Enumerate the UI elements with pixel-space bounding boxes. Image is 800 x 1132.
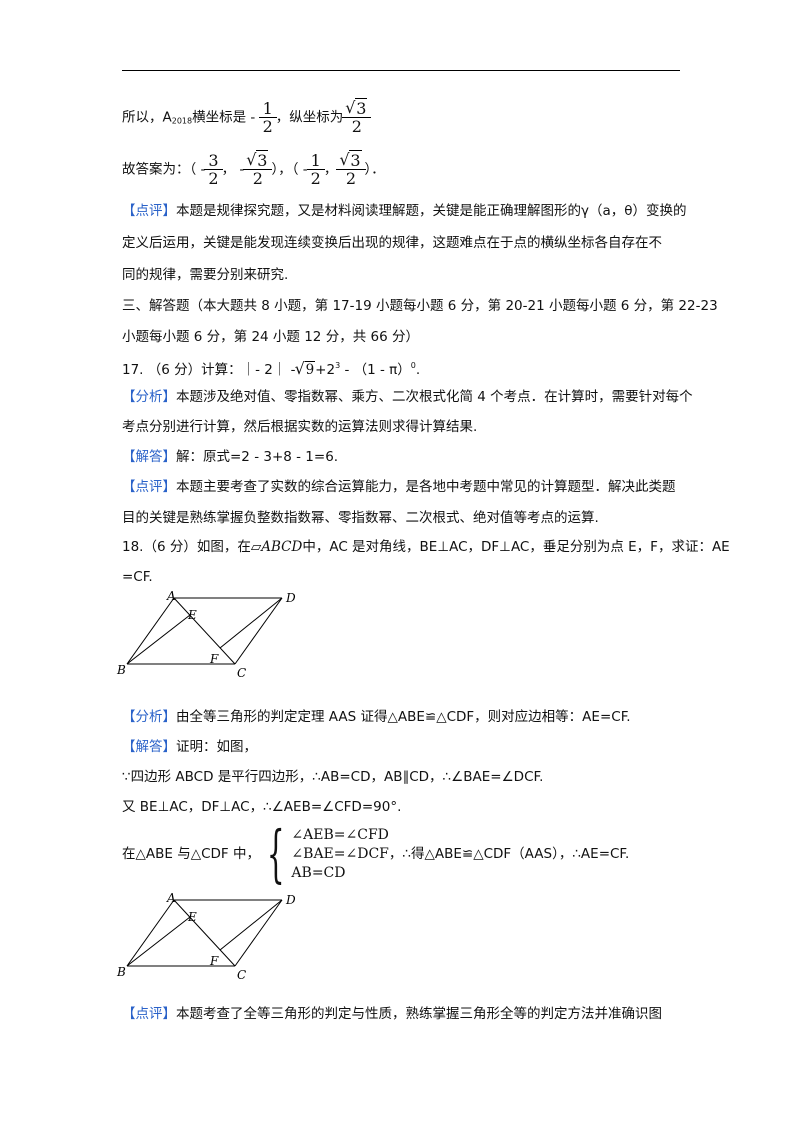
label-e: E — [187, 910, 197, 924]
section3-line1: 三、解答题（本大题共 8 小题，第 17-19 小题每小题 6 分，第 20-2… — [122, 298, 718, 314]
segment-df — [219, 597, 283, 649]
edge-dc — [234, 597, 283, 665]
label-a: A — [166, 891, 176, 905]
solution18-line3: 又 BE⊥AC，DF⊥AC，∴∠AEB=∠CFD=90°. — [122, 799, 402, 815]
parallelogram-figure-1: A D E F B C — [116, 589, 296, 680]
label-e: E — [187, 608, 197, 622]
label-c: C — [237, 666, 246, 680]
analysis-tag: 【分析】 — [122, 709, 176, 725]
sqrt-9: 9 — [295, 360, 316, 379]
comment1-line2: 定义后运用，关键是能发现连续变换后出现的规律，这题难点在于点的横纵坐标各自存在不 — [122, 235, 662, 251]
edge-ab — [126, 899, 175, 967]
question-18-line1: 18.（6 分）如图，在▱ABCD中，AC 是对角线，BE⊥AC，DF⊥AC，垂… — [122, 539, 730, 555]
parallelogram-figure-2: A D E F B C — [116, 891, 296, 982]
section3-line2: 小题每小题 6 分，第 24 小题 12 分，共 66 分） — [122, 329, 419, 345]
header-rule — [122, 70, 680, 71]
edge-ab — [126, 597, 175, 665]
question-17: 17. （6 分）计算：｜- 2｜ -9+23 - （1 - π）0. — [122, 357, 682, 379]
comment-tag: 【点评】 — [122, 1006, 176, 1022]
question-18-line2: =CF. — [122, 569, 153, 585]
label-a: A — [166, 589, 176, 603]
label-d: D — [285, 591, 296, 605]
coord-line: 所以，A2018横坐标是 - 12，纵坐标为32 — [122, 98, 682, 135]
label-b: B — [116, 663, 126, 677]
comment-tag: 【点评】 — [122, 203, 176, 219]
analysis17-line2: 考点分别进行计算，然后根据实数的运算法则求得计算结果. — [122, 419, 478, 435]
comment17-line1: 【点评】本题主要考查了实数的综合运算能力，是各地中考题中常见的计算题型．解决此类… — [122, 479, 676, 495]
edge-dc — [234, 899, 283, 967]
solution18-line1: 【解答】证明：如图， — [122, 739, 257, 755]
analysis-tag: 【分析】 — [122, 389, 176, 405]
analysis17-line1: 【分析】本题涉及绝对值、零指数幂、乘方、二次根式化简 4 个考点．在计算时，需要… — [122, 389, 693, 405]
label-b: B — [116, 965, 126, 979]
comment1-line3: 同的规律，需要分别来研究. — [122, 267, 289, 283]
segment-df — [219, 899, 283, 951]
answer-line: 故答案为：（ -32， -32），（ -12，32）． — [122, 150, 682, 187]
solution17: 【解答】解：原式=2 - 3+8 - 1=6. — [122, 449, 339, 465]
segment-be — [126, 916, 191, 967]
solution-tag: 【解答】 — [122, 449, 176, 465]
solution18-line2: ∵四边形 ABCD 是平行四边形，∴AB=CD，AB∥CD，∴∠BAE=∠DCF… — [122, 769, 544, 785]
fraction-4: 32 — [336, 150, 366, 187]
diagonal-ac — [173, 597, 236, 665]
comment17-line2: 目的关键是熟练掌握负整数指数幂、零指数幂、二次根式、绝对值等考点的运算. — [122, 510, 599, 526]
analysis18: 【分析】由全等三角形的判定定理 AAS 证得△ABE≌△CDF，则对应边相等：A… — [122, 709, 631, 725]
comment18: 【点评】本题考查了全等三角形的判定与性质，熟练掌握三角形全等的判定方法并准确识图 — [122, 1006, 662, 1022]
comment1-line1: 【点评】本题是规律探究题，又是材料阅读理解题，关键是能正确理解图形的γ（a，θ）… — [122, 203, 687, 219]
solution-tag: 【解答】 — [122, 739, 176, 755]
label-d: D — [285, 893, 296, 907]
label-c: C — [237, 968, 246, 982]
label-f: F — [209, 954, 219, 968]
comment-tag: 【点评】 — [122, 479, 176, 495]
fraction-y: 32 — [342, 98, 372, 135]
fraction-2: 32 — [243, 150, 273, 187]
label-f: F — [209, 652, 219, 666]
segment-be — [126, 614, 191, 665]
diagonal-ac — [173, 899, 236, 967]
